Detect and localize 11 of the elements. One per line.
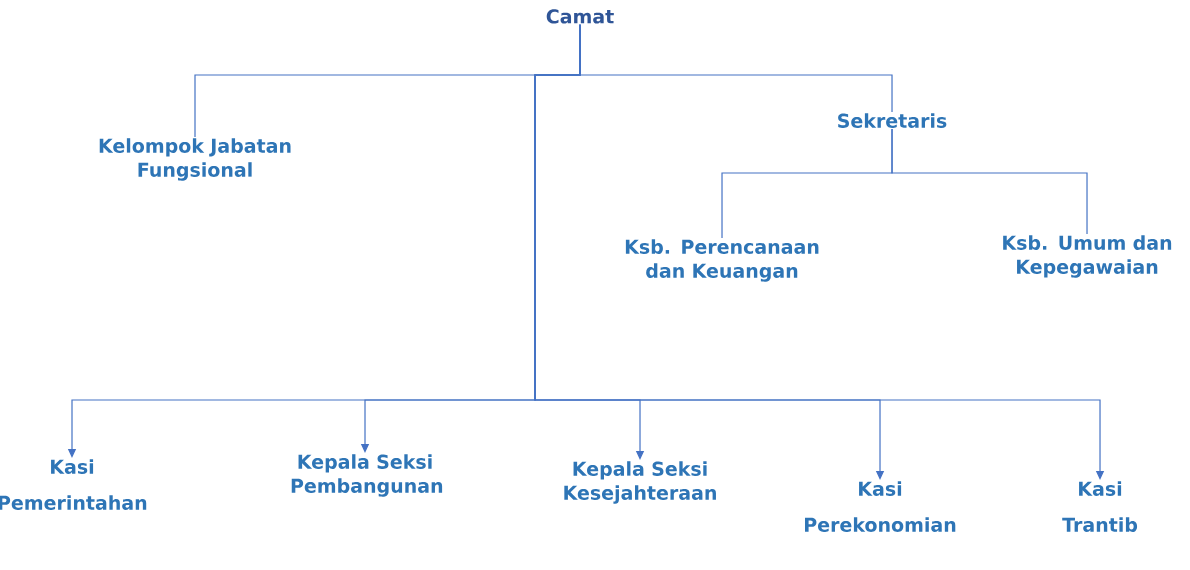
- org-label: Ksb. Perencanaan dan Keuangan: [625, 239, 819, 282]
- org-label: Ksb. Umum dan Kepegawaian: [1003, 235, 1172, 278]
- org-label: Kasi Trantib: [1062, 481, 1138, 532]
- org-label: Camat: [546, 9, 614, 24]
- org-label: Kepala Seksi Kesejahteraan: [564, 461, 716, 504]
- org-label: Kasi Perekonomian: [805, 481, 956, 532]
- connector: [891, 128, 1088, 235]
- org-label: Kepala Seksi Pembangunan: [291, 454, 443, 497]
- connector: [534, 24, 1105, 480]
- org-label: Kelompok Jabatan Fungsional: [99, 138, 291, 181]
- org-label: Sekretaris: [838, 113, 947, 128]
